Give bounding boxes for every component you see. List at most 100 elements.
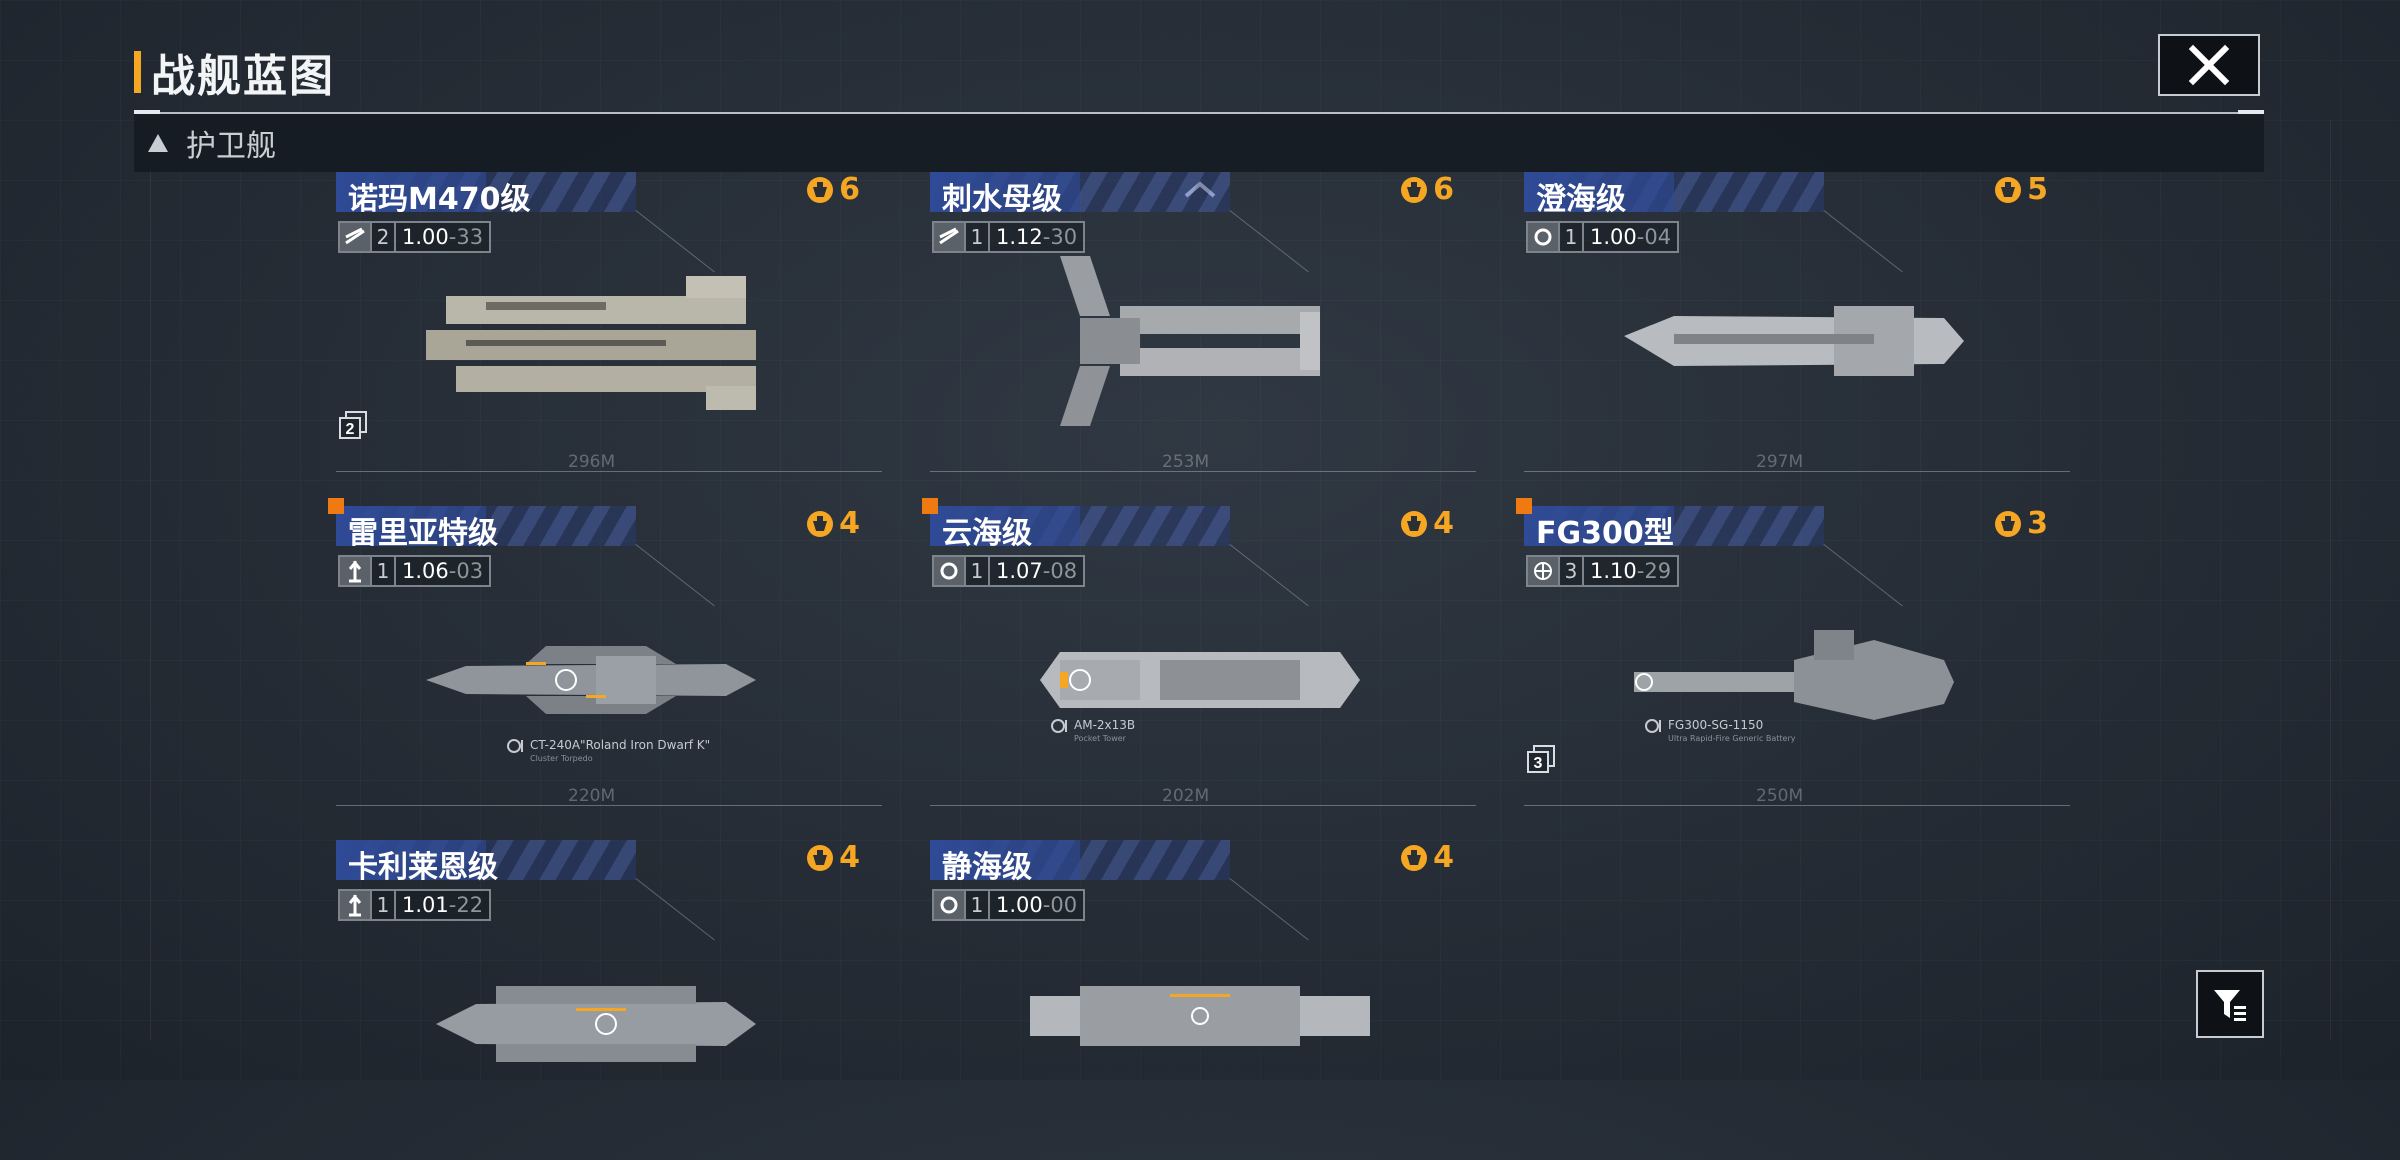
ship-tier: 1 (966, 889, 990, 921)
stat-main: 1.00 (1590, 225, 1637, 249)
scale-line (930, 805, 1476, 806)
ship-model-image (426, 276, 756, 410)
ship-stats: 1 1.01-22 (338, 888, 492, 922)
ship-stat-value: 1.12-30 (990, 221, 1086, 253)
ship-stat-value: 1.00-04 (1584, 221, 1680, 253)
cost-chip-icon (807, 176, 834, 203)
stat-suffix: -04 (1636, 225, 1672, 249)
page-title: 战舰蓝图 (151, 51, 335, 102)
scale-line (1524, 805, 2070, 806)
ship-card[interactable]: 卡利莱恩级 4 1 1.01-22 (336, 840, 882, 1160)
scale-line (1524, 471, 2070, 472)
ship-name: 刺水母级 (942, 182, 1062, 217)
ship-length: 202M (1162, 786, 1210, 806)
cost-chip-icon (807, 844, 834, 871)
ship-stat-value: 1.00-33 (396, 221, 492, 253)
name-banner-solid (930, 506, 1080, 546)
weapon-sublabel: Pocket Tower (1074, 734, 1126, 743)
ship-card[interactable]: 刺水母级 6 1 1.12-30 253M (930, 172, 1476, 492)
ship-stats: 3 1.10-29 (1526, 554, 1680, 588)
ship-name: 云海级 (942, 516, 1032, 551)
cost-chip-icon (1401, 176, 1428, 203)
background-rule (2330, 120, 2331, 1040)
length-scale: 202M (930, 786, 1476, 806)
new-marker (328, 498, 344, 514)
title-accent (134, 51, 141, 93)
ship-tier: 3 (1560, 555, 1584, 587)
ship-stat-value: 1.00-00 (990, 889, 1086, 921)
cost-chip-icon (807, 510, 834, 537)
ship-card[interactable]: 诺玛M470级 6 2 1.00-33 296M 2 (336, 172, 882, 492)
ship-tier: 1 (372, 555, 396, 587)
cost-chip-icon (1401, 844, 1428, 871)
ship-name: FG300型 (1536, 516, 1674, 551)
close-icon (2188, 44, 2230, 86)
ship-model-image (1624, 306, 1964, 376)
ship-stats: 2 1.00-33 (338, 220, 492, 254)
blueprint-count-badge: 3 (1527, 745, 1555, 773)
ship-stats: 1 1.12-30 (932, 220, 1086, 254)
name-banner-solid (1524, 506, 1674, 546)
length-scale: 253M (930, 452, 1476, 472)
cost-value: 5 (2027, 172, 2048, 207)
blueprint-count: 2 (346, 421, 355, 438)
name-banner-solid (930, 172, 1080, 212)
ship-length: 220M (568, 786, 616, 806)
ship-type-icon (932, 221, 966, 253)
cost-badge: 4 (1399, 506, 1454, 541)
weapon-icon (1051, 719, 1067, 733)
cost-badge: 4 (1399, 840, 1454, 875)
ship-tier: 1 (966, 221, 990, 253)
blueprint-count-badge: 2 (339, 411, 367, 439)
stat-main: 1.12 (996, 225, 1043, 249)
ship-stat-value: 1.10-29 (1584, 555, 1680, 587)
cost-badge: 4 (805, 506, 860, 541)
cost-value: 6 (839, 172, 860, 207)
ship-model-image (436, 986, 756, 1062)
ship-card[interactable]: 静海级 4 1 1.00-00 (930, 840, 1476, 1160)
ship-name: 静海级 (942, 850, 1032, 885)
filter-button[interactable] (2196, 970, 2264, 1038)
collapse-arrow-icon (148, 134, 168, 152)
ship-model-image (1634, 630, 1954, 720)
section-label: 护卫舰 (186, 129, 276, 164)
ship-model-image (1060, 256, 1320, 426)
ship-card[interactable]: 雷里亚特级 4 1 1.06-03 CT-240A"Roland Iron Dw… (328, 498, 882, 826)
ship-name: 诺玛M470级 (348, 182, 531, 217)
ship-tier: 1 (1560, 221, 1584, 253)
stat-main: 1.06 (402, 559, 449, 583)
cost-value: 4 (1433, 840, 1454, 875)
new-marker (922, 498, 938, 514)
ship-stat-value: 1.01-22 (396, 889, 492, 921)
stat-suffix: -29 (1636, 559, 1672, 583)
cost-badge: 5 (1993, 172, 2048, 207)
cost-value: 4 (839, 506, 860, 541)
weapon-label: AM-2x13B (1074, 718, 1136, 732)
header-divider (134, 110, 2264, 114)
stat-suffix: -03 (448, 559, 484, 583)
ship-card[interactable]: 澄海级 5 1 1.00-04 297M (1524, 172, 2070, 492)
ship-stat-value: 1.06-03 (396, 555, 492, 587)
ship-stats: 1 1.00-00 (932, 888, 1086, 922)
ship-type-icon (338, 889, 372, 921)
ship-card[interactable]: 云海级 4 1 1.07-08 AM-2x13B Pocket Tower 202… (922, 498, 1476, 826)
section-header-frigate[interactable]: 护卫舰 (134, 114, 2264, 172)
cost-chip-icon (1995, 510, 2022, 537)
ship-stat-value: 1.07-08 (990, 555, 1086, 587)
ship-stats: 1 1.07-08 (932, 554, 1086, 588)
close-button[interactable] (2158, 34, 2260, 96)
stat-main: 1.00 (402, 225, 449, 249)
ship-length: 253M (1162, 452, 1210, 472)
ship-length: 297M (1756, 452, 1804, 472)
cost-chip-icon (1995, 176, 2022, 203)
stat-suffix: -00 (1042, 893, 1078, 917)
cost-value: 6 (1433, 172, 1454, 207)
weapon-sublabel: Cluster Torpedo (530, 754, 593, 763)
ship-name: 澄海级 (1536, 182, 1626, 217)
ship-name: 卡利莱恩级 (348, 850, 498, 885)
ship-type-icon (338, 555, 372, 587)
length-scale: 296M (336, 452, 882, 472)
weapon-label: FG300-SG-1150 (1668, 718, 1764, 732)
background-rule (150, 120, 151, 1040)
